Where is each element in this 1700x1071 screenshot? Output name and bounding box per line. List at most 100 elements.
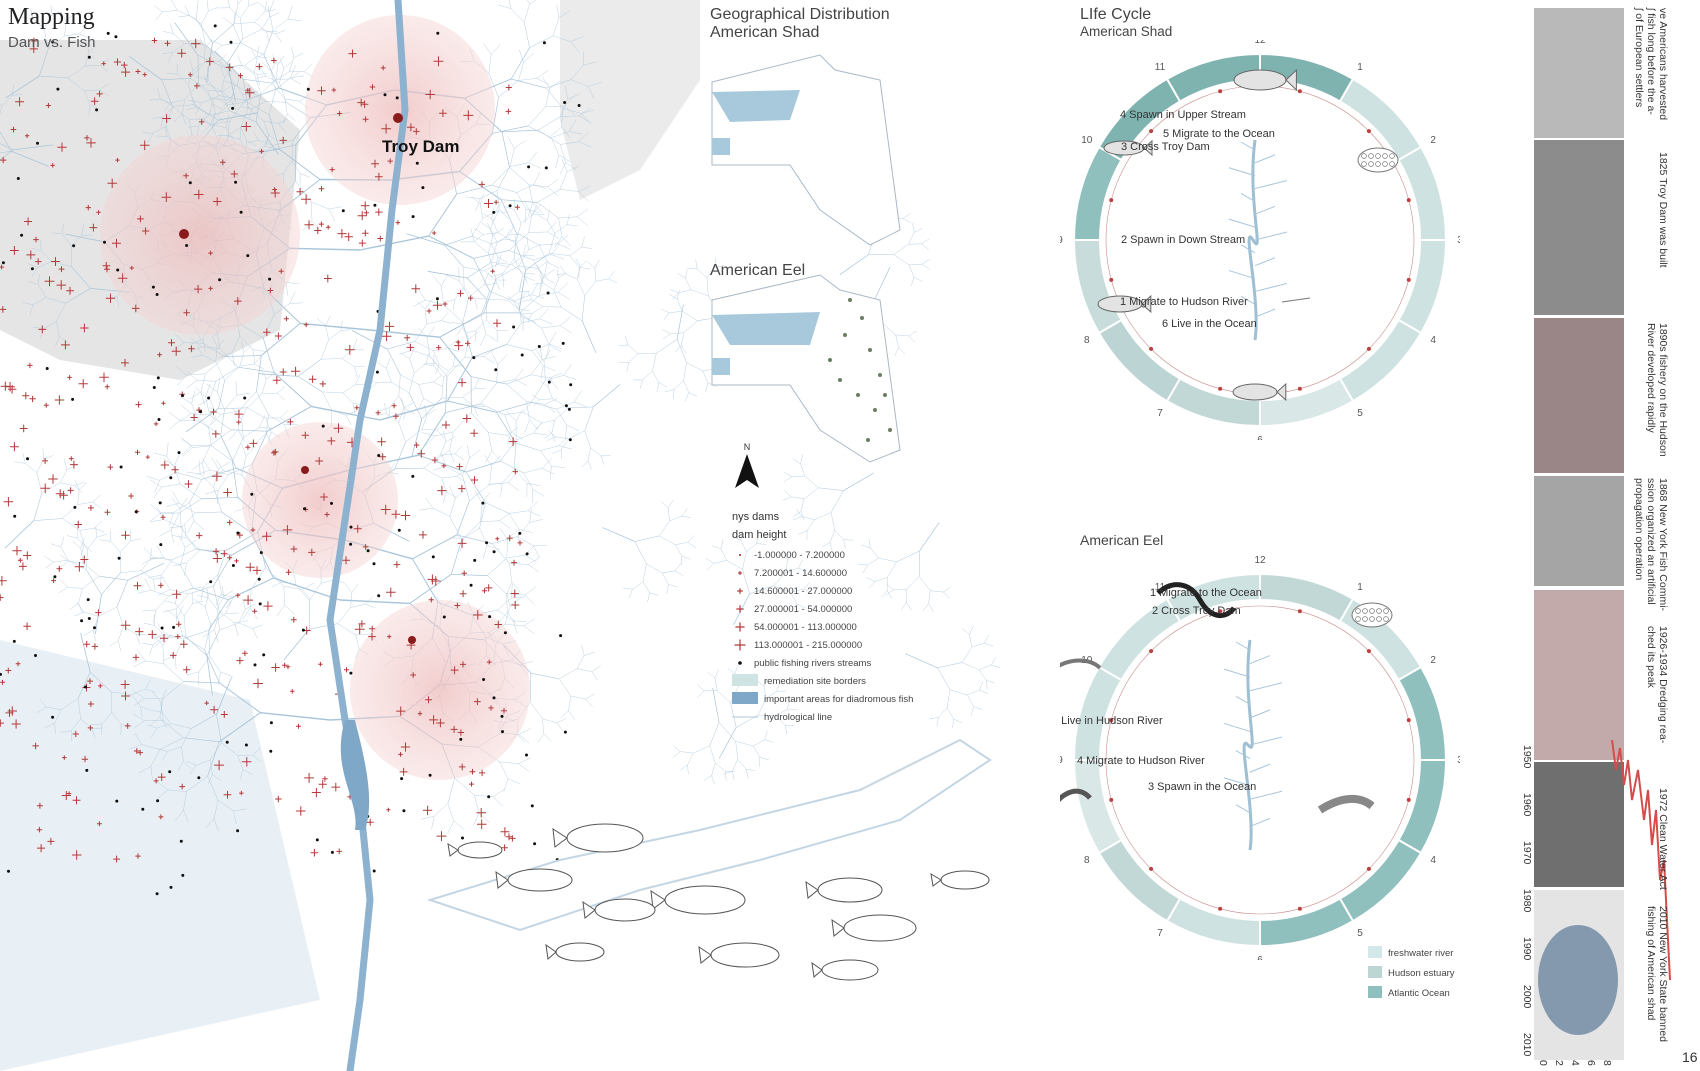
dam-cross	[481, 588, 488, 594]
stream	[272, 18, 289, 31]
hotspot-south	[350, 600, 530, 780]
egg	[1375, 161, 1381, 167]
stream	[172, 43, 185, 53]
fishing-dot	[473, 558, 477, 562]
stream	[511, 584, 513, 598]
stream	[221, 585, 225, 597]
stream	[188, 119, 192, 134]
stream	[53, 559, 69, 563]
stream	[255, 93, 262, 122]
stream	[906, 602, 912, 611]
stream	[245, 445, 256, 457]
dam-cross	[267, 287, 274, 294]
stream	[204, 818, 215, 829]
stream	[280, 410, 289, 419]
stream	[425, 309, 427, 325]
stream	[527, 501, 538, 511]
fishing-dot	[151, 285, 155, 289]
stream	[409, 358, 415, 373]
dam-cross	[318, 780, 327, 789]
month-label: 6	[1257, 955, 1263, 960]
legend-cross	[739, 554, 741, 556]
stream	[683, 320, 698, 333]
stream	[515, 242, 526, 271]
fishing-dot	[87, 55, 91, 59]
dam-cross	[476, 808, 486, 818]
photo-2	[1534, 140, 1624, 315]
dam-cross	[220, 711, 228, 718]
stream	[595, 278, 609, 282]
stream	[66, 535, 78, 539]
stream	[74, 485, 83, 494]
stream	[342, 384, 356, 394]
stream	[60, 547, 69, 561]
stream	[740, 530, 743, 540]
stream	[474, 406, 479, 417]
stream	[177, 605, 184, 618]
stream	[1, 95, 13, 107]
dam-cross	[369, 84, 376, 90]
stream	[275, 77, 291, 90]
fishing-dot	[481, 501, 485, 505]
stream	[180, 547, 186, 566]
stream	[288, 57, 295, 72]
stream	[425, 353, 429, 364]
stream	[559, 162, 566, 175]
dam-cross	[413, 442, 420, 448]
dam-cross	[337, 111, 343, 117]
stream	[577, 266, 581, 280]
stream	[501, 469, 515, 484]
stream	[712, 687, 720, 723]
stream	[166, 503, 180, 507]
stream	[483, 264, 498, 271]
stream	[273, 372, 312, 407]
river-branch	[1228, 167, 1256, 177]
stream	[868, 581, 876, 589]
stream	[167, 789, 187, 792]
stream	[443, 366, 454, 378]
stream	[549, 344, 562, 352]
egg	[1369, 616, 1375, 622]
stream	[209, 110, 230, 116]
dam-cross	[223, 790, 232, 799]
stream	[535, 422, 543, 430]
stream	[498, 4, 512, 9]
dam-cross	[172, 589, 181, 599]
stream	[587, 460, 592, 470]
stream	[77, 671, 91, 699]
stream	[495, 279, 500, 291]
dam-cross	[318, 662, 323, 667]
stream	[531, 282, 539, 295]
stream	[466, 262, 492, 279]
fishing-dot	[159, 543, 163, 547]
stream	[464, 315, 482, 325]
stream	[685, 392, 689, 402]
stream	[40, 240, 42, 251]
stream	[677, 289, 680, 300]
river-branch	[1249, 790, 1283, 800]
stream	[255, 121, 280, 156]
dam-cross	[290, 689, 295, 694]
dam-cross	[133, 581, 142, 590]
stream	[921, 259, 930, 265]
stream	[13, 144, 53, 151]
stream	[379, 400, 448, 421]
dam-cross	[304, 773, 314, 783]
stream	[227, 63, 236, 103]
stream	[183, 681, 220, 684]
stream	[179, 420, 199, 422]
stream	[523, 472, 534, 490]
stream	[688, 392, 698, 397]
fishing-dot	[482, 678, 486, 681]
stream	[490, 228, 498, 243]
stream	[248, 140, 259, 143]
dam-cross	[508, 437, 518, 446]
stream	[183, 791, 187, 811]
stream	[518, 265, 538, 269]
stream	[482, 232, 498, 235]
stream	[517, 536, 534, 547]
fishing-dot	[372, 562, 376, 566]
stream	[231, 99, 236, 110]
fishing-dot	[236, 829, 240, 833]
fishing-dot	[209, 580, 213, 584]
